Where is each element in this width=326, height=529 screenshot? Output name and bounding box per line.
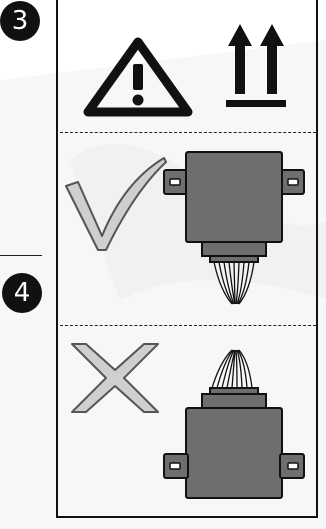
warning-triangle-icon <box>83 37 193 117</box>
section-divider-1 <box>60 132 316 133</box>
step-4-badge: 4 <box>2 273 42 313</box>
cross-icon <box>71 343 159 413</box>
step-3-badge: 3 <box>0 1 40 41</box>
connector-module-cables-up-icon <box>163 349 305 499</box>
section-divider-2 <box>60 325 316 326</box>
connector-module-cables-down-icon <box>163 151 305 305</box>
this-way-up-arrows-icon <box>226 24 286 107</box>
instruction-panel <box>56 0 318 518</box>
checkmark-icon <box>65 157 167 251</box>
step-separator-line <box>0 255 42 256</box>
